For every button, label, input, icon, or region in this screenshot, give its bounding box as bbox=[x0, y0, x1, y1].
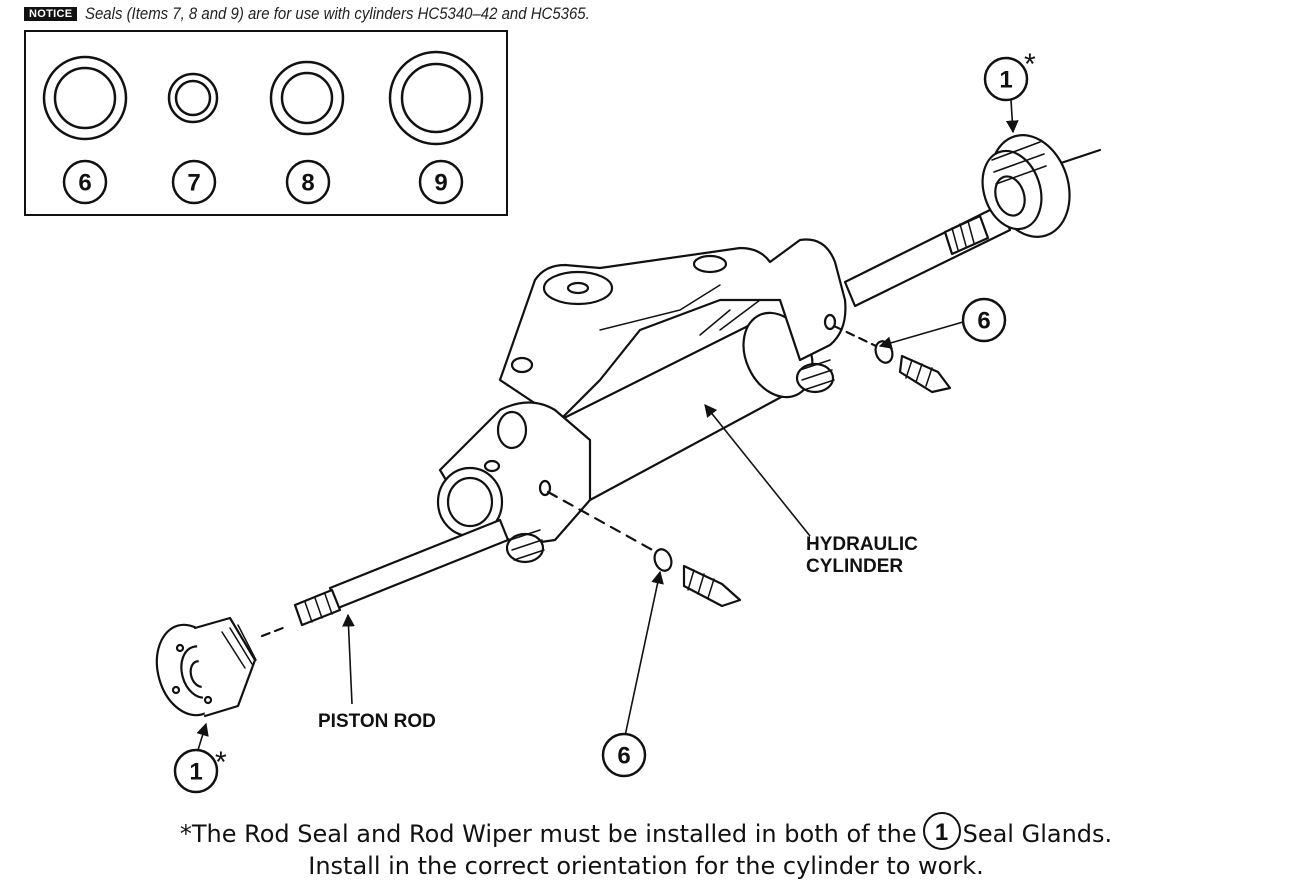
o-ring-bottom bbox=[653, 548, 673, 572]
leader-lines bbox=[196, 99, 1019, 751]
footer-callout-1: 1 bbox=[922, 812, 961, 850]
piston-rod-right-end bbox=[843, 203, 1012, 308]
footer-line1-start: *The Rod Seal and Rod Wiper must be inst… bbox=[179, 820, 917, 848]
piston-rod-left bbox=[328, 518, 510, 610]
svg-text:6: 6 bbox=[977, 308, 990, 335]
svg-text:7: 7 bbox=[187, 170, 200, 197]
seal-9-callout: 9 bbox=[418, 159, 464, 205]
block-fitting-lower-left bbox=[505, 529, 545, 564]
label-piston-rod: PISTON ROD bbox=[318, 711, 436, 732]
notice-badge: NOTICE bbox=[24, 7, 78, 21]
seal-gland-bottom-left bbox=[155, 616, 257, 718]
seal-gland-top-right bbox=[981, 134, 1071, 238]
svg-text:8: 8 bbox=[301, 170, 314, 197]
footer-line1-end: Seal Glands. bbox=[962, 820, 1113, 848]
rod-thread-left bbox=[293, 588, 342, 627]
footer-note-line2: Install in the correct orientation for t… bbox=[308, 852, 984, 880]
svg-text:6: 6 bbox=[78, 170, 91, 197]
svg-text:6: 6 bbox=[617, 743, 630, 770]
callout-o-ring-bottom: 6 bbox=[601, 732, 647, 778]
seal-9-ring bbox=[388, 50, 484, 146]
seals-inset-box bbox=[24, 30, 508, 216]
seal-6-ring bbox=[42, 55, 128, 141]
callout-seal-gland-bottom: 1 * bbox=[173, 746, 227, 794]
svg-text:9: 9 bbox=[434, 170, 447, 197]
callout-asterisk-bottom: * bbox=[215, 746, 227, 779]
callout-asterisk-top: * bbox=[1024, 48, 1036, 81]
seal-6-callout: 6 bbox=[62, 159, 108, 205]
seal-8-ring bbox=[269, 60, 345, 136]
label-cylinder: CYLINDER bbox=[806, 556, 903, 577]
label-hydraulic: HYDRAULIC bbox=[806, 534, 918, 555]
svg-text:1: 1 bbox=[999, 67, 1012, 94]
seal-8-callout: 8 bbox=[285, 159, 331, 205]
seal-7-callout: 7 bbox=[171, 159, 217, 205]
cylinder-assembly bbox=[155, 134, 1102, 718]
rod-thread-right bbox=[943, 214, 990, 256]
svg-text:1: 1 bbox=[189, 759, 202, 786]
notice-text: Seals (Items 7, 8 and 9) are for use wit… bbox=[85, 4, 591, 23]
footer-note-line1: *The Rod Seal and Rod Wiper must be inst… bbox=[0, 812, 1292, 850]
notice-row: NOTICE Seals (Items 7, 8 and 9) are for … bbox=[24, 4, 659, 24]
bleed-fitting-bottom bbox=[682, 564, 742, 608]
callout-o-ring-right: 6 bbox=[961, 297, 1007, 343]
bracket-hole-right bbox=[692, 254, 728, 274]
seal-7-ring bbox=[167, 72, 219, 124]
callout-seal-gland-top: 1 * bbox=[983, 48, 1036, 102]
block-fitting-right bbox=[795, 359, 835, 394]
bleed-fitting-right bbox=[898, 354, 952, 394]
